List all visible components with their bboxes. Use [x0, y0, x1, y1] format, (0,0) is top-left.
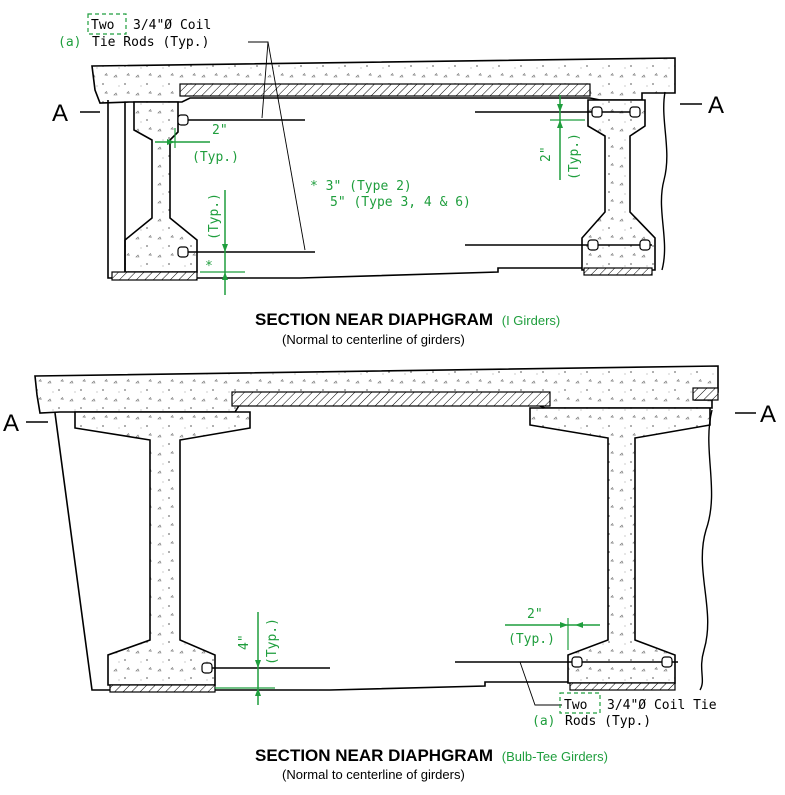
bottom-haunch-strip	[231, 391, 551, 407]
svg-text:(Typ.): (Typ.)	[207, 193, 222, 240]
bottom-note-line2: Rods (Typ.)	[565, 714, 651, 729]
top-section-label-right: A	[708, 92, 724, 119]
bottom-right-bearing	[569, 682, 676, 691]
top-note-line2: Tie Rods (Typ.)	[92, 35, 209, 50]
svg-text:*: *	[205, 259, 213, 274]
svg-text:(Typ.): (Typ.)	[265, 618, 280, 665]
bottom-dim-2in-right: 2" (Typ.)	[505, 607, 600, 650]
top-footnote-2: 5" (Type 3, 4 & 6)	[330, 195, 471, 210]
bottom-section-label-right: A	[760, 401, 776, 428]
top-right-girder	[581, 99, 656, 271]
bottom-note-marker: (a)	[532, 714, 555, 729]
bottom-left-girder	[74, 411, 251, 686]
bottom-section-drawing: A A 4" (Typ.) 2" (Typ.) Two 3/4"Ø Coil T…	[3, 365, 776, 729]
bottom-note-count: Two	[564, 698, 587, 713]
top-break-line	[660, 91, 668, 271]
bottom-right-girder	[529, 407, 711, 684]
top-dim-2in-right: 2" (Typ.)	[539, 95, 585, 180]
top-diaphragm-outline	[107, 100, 582, 279]
svg-text:(Typ.): (Typ.)	[508, 632, 555, 647]
top-right-bearing	[583, 267, 653, 276]
top-note-count-box	[87, 13, 127, 35]
svg-text:2": 2"	[212, 123, 228, 138]
top-section-label-left: A	[52, 100, 68, 127]
bottom-left-bearing	[109, 684, 216, 693]
top-dim-2in-left: 2" (Typ.)	[155, 123, 239, 165]
top-footnote-1: * 3" (Type 2)	[310, 179, 412, 194]
top-note-line1: 3/4"Ø Coil	[133, 18, 211, 33]
svg-text:2": 2"	[539, 146, 554, 162]
bottom-break-line	[699, 409, 713, 691]
top-dim-star-left: * (Typ.)	[200, 190, 245, 295]
svg-text:4": 4"	[237, 634, 252, 650]
top-coil-nuts	[177, 106, 651, 258]
top-left-bearing	[111, 271, 198, 281]
top-title: SECTION NEAR DIAPHGRAM (I Girders)	[255, 310, 560, 329]
bottom-note-count-box	[559, 692, 601, 714]
bottom-subtitle: (Normal to centerline of girders)	[282, 767, 465, 782]
top-subtitle: (Normal to centerline of girders)	[282, 332, 465, 347]
svg-text:2": 2"	[527, 607, 543, 622]
top-note-count: Two	[91, 18, 114, 33]
bottom-coil-nuts	[201, 656, 673, 674]
bottom-diaphragm-outline	[54, 412, 568, 691]
bottom-note-line1: 3/4"Ø Coil Tie	[607, 698, 717, 713]
top-left-girder	[124, 101, 198, 273]
bottom-section-label-left: A	[3, 410, 19, 437]
bottom-title: SECTION NEAR DIAPHGRAM (Bulb-Tee Girders…	[255, 746, 608, 765]
top-haunch-strip	[179, 83, 591, 97]
svg-text:(Typ.): (Typ.)	[192, 150, 239, 165]
svg-text:(Typ.): (Typ.)	[567, 133, 582, 180]
bottom-dim-4in-left: 4" (Typ.)	[215, 612, 280, 705]
top-section-drawing: A A Two 3/4"Ø Coil (a) Tie Rods (Typ.) 2…	[52, 13, 724, 295]
top-note-marker: (a)	[58, 35, 81, 50]
